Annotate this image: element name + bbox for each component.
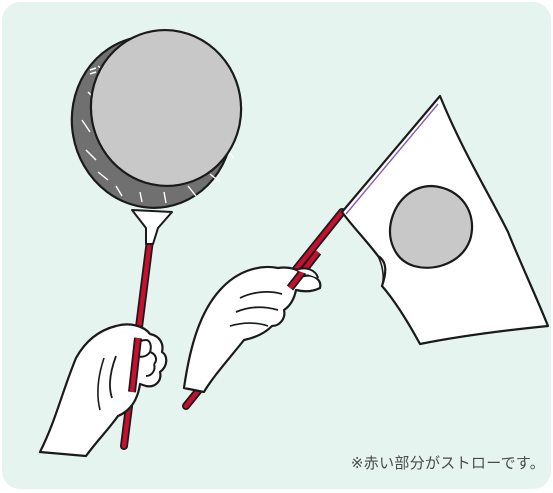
- straw-caption: ※赤い部分がストローです。: [350, 454, 545, 472]
- left-hand-illustration: [38, 323, 168, 458]
- balloon-shine-mark: [89, 67, 97, 75]
- flag-illustration: [182, 94, 550, 410]
- flag-circle: [388, 184, 474, 269]
- balloon-face: [89, 28, 243, 188]
- balloon-holder: [131, 209, 173, 245]
- balloon-illustration: [70, 28, 243, 450]
- right-hand-illustration: [182, 249, 322, 394]
